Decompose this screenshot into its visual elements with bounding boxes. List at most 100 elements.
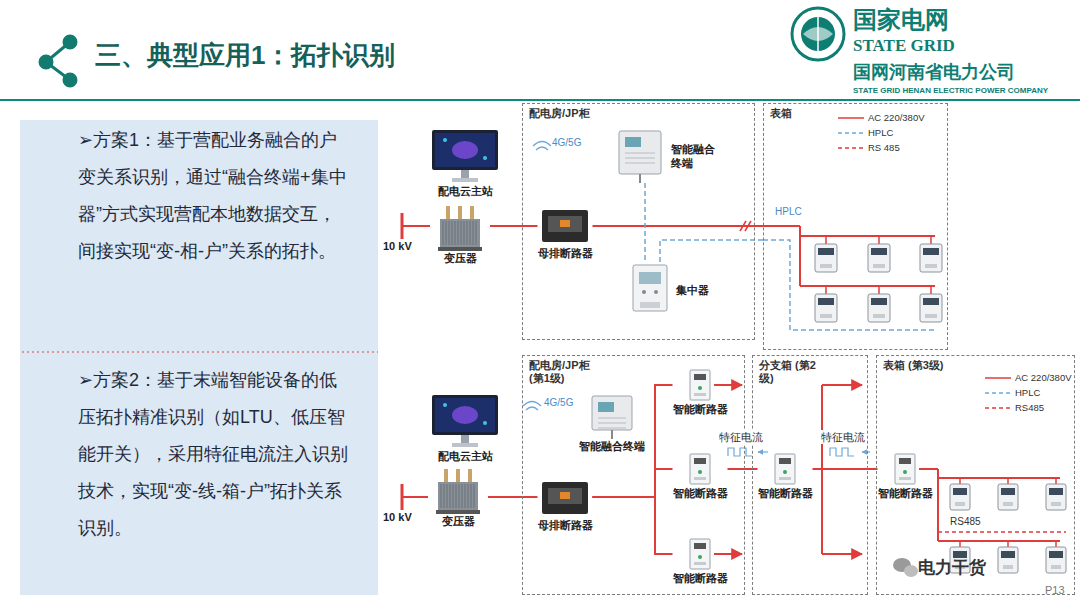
- legend-text: HPLC: [868, 127, 893, 139]
- power-line: [593, 225, 764, 227]
- device-icon: [430, 128, 500, 184]
- enclosure-box: 表箱: [763, 103, 948, 350]
- legend-text: RS485: [1015, 402, 1044, 414]
- device-label: 集中器: [676, 283, 728, 297]
- legend-sample: [838, 144, 864, 152]
- signal-name: HPLC: [775, 206, 802, 218]
- header-icon: [40, 36, 76, 86]
- device-label: 变压器: [442, 514, 475, 528]
- scheme-description: ➢方案1：基于营配业务融合的户变关系识别，通过“融合终端+集中器”方式实现营配本…: [78, 122, 350, 270]
- device-node: 智能断路器: [673, 368, 728, 416]
- legend-text: RS 485: [868, 142, 900, 154]
- device-node: 变压器: [430, 203, 490, 265]
- device-icon: [615, 128, 665, 183]
- device-label: 配电云主站: [438, 449, 493, 463]
- signal-name: 4G/5G: [552, 137, 581, 149]
- box-heading: 分支箱 (第2级): [753, 356, 831, 388]
- legend-sample: [985, 404, 1011, 412]
- device-label: 母排断路器: [538, 518, 593, 532]
- logo-text: 国家电网: [853, 6, 949, 34]
- device-label: 智能断路器: [673, 486, 728, 500]
- legend-text: AC 220/380V: [868, 112, 925, 124]
- device-node: 母排断路器: [538, 478, 593, 532]
- legend-text: HPLC: [1015, 387, 1040, 399]
- legend-sample: [838, 114, 864, 122]
- device-node: 智能断路器: [673, 537, 728, 585]
- device-icon: [540, 206, 590, 246]
- legend-sample: [838, 129, 864, 137]
- legend-sample: [985, 389, 1011, 397]
- device-node: 配电云主站: [430, 128, 500, 198]
- device-label: 母排断路器: [538, 246, 593, 260]
- device-node: 智能融合终端: [579, 393, 645, 453]
- device-node: 配电云主站: [430, 393, 500, 463]
- device-node: 智能断路器: [673, 452, 728, 500]
- power-line: [728, 468, 758, 470]
- device-icon: [891, 452, 919, 486]
- power-line: [660, 240, 763, 262]
- watermark: 电力干货: [918, 558, 986, 578]
- device-label: 智能断路器: [673, 402, 728, 416]
- voltage-label: 10 kV: [383, 240, 412, 253]
- device-icon: [428, 466, 488, 514]
- device-icon: [686, 452, 714, 486]
- voltage-label: 10 kV: [383, 511, 412, 524]
- power-line: [593, 497, 673, 554]
- device-node: 智能断路器: [878, 452, 933, 500]
- company-name: STATE GRID HENAN ELECTRIC POWER COMPANY: [853, 86, 1048, 95]
- device-label: 智能融合终端: [671, 142, 723, 170]
- legend-item: HPLC: [838, 127, 893, 139]
- legend-item: AC 220/380V: [985, 372, 1072, 384]
- enclosure-box: 配电房/JP柜 (第1级)智能融合终端母排断路器智能断路器智能断路器智能断路器: [522, 355, 745, 595]
- device-label: 变压器: [444, 251, 477, 265]
- text-panel: [20, 120, 378, 595]
- box-heading: 配电房/JP柜 (第1级): [523, 356, 601, 388]
- signal-name: RS485: [950, 516, 981, 528]
- bottom-wiring: [402, 385, 1066, 554]
- signal-name: 4G/5G: [544, 397, 573, 409]
- device-icon: [771, 452, 799, 486]
- device-icon: [630, 262, 670, 317]
- power-line: [593, 469, 673, 497]
- power-line: [490, 225, 538, 227]
- scheme-text: ➢方案2：基于末端智能设备的低压拓扑精准识别（如LTU、低压智能开关），采用特征…: [78, 362, 350, 547]
- device-icon: [686, 368, 714, 402]
- legend-item: RS485: [985, 402, 1044, 414]
- device-icon: [430, 393, 500, 449]
- logo-emblem: [792, 8, 844, 60]
- meter-group: [815, 236, 1066, 573]
- signal-label: 特征电流: [717, 430, 765, 444]
- device-label: 智能融合终端: [579, 439, 645, 453]
- enclosure-box: 分支箱 (第2级) 智能断路器: [752, 355, 868, 595]
- scheme-text: ➢方案1：基于营配业务融合的户变关系识别，通过“融合终端+集中器”方式实现营配本…: [78, 122, 350, 270]
- page-title: 三、典型应用1：拓扑识别: [95, 38, 395, 73]
- device-label: 智能断路器: [878, 486, 933, 500]
- scheme-description: ➢方案2：基于末端智能设备的低压拓扑精准识别（如LTU、低压智能开关），采用特征…: [78, 362, 350, 547]
- device-icon: [588, 393, 636, 439]
- power-line: [644, 183, 646, 262]
- device-node: 变压器: [428, 466, 488, 528]
- box-heading: 表箱 (第3级): [877, 356, 955, 375]
- company-name: 国网河南省电力公司: [853, 62, 1015, 83]
- legend-item: HPLC: [985, 387, 1040, 399]
- box-heading: 表箱: [764, 104, 842, 123]
- legend-item: AC 220/380V: [838, 112, 925, 124]
- device-icon: [540, 478, 590, 518]
- device-icon: [430, 203, 490, 251]
- device-label: 配电云主站: [438, 184, 493, 198]
- wechat-icon: [893, 558, 918, 577]
- logo-text: STATE GRID: [853, 36, 955, 56]
- signal-label: 特征电流: [819, 430, 867, 444]
- device-node: 智能融合终端: [615, 128, 723, 183]
- panel-divider: [22, 351, 378, 353]
- device-icon: [686, 537, 714, 571]
- power-line: [488, 496, 538, 498]
- page-number: P13: [1045, 584, 1065, 597]
- device-node: 母排断路器: [538, 206, 593, 260]
- device-node: 智能断路器: [758, 452, 813, 500]
- device-label: 智能断路器: [758, 486, 813, 500]
- legend-sample: [985, 374, 1011, 382]
- device-node: 集中器: [630, 262, 728, 317]
- box-heading: 配电房/JP柜: [523, 104, 601, 123]
- header-rule: [0, 99, 1080, 101]
